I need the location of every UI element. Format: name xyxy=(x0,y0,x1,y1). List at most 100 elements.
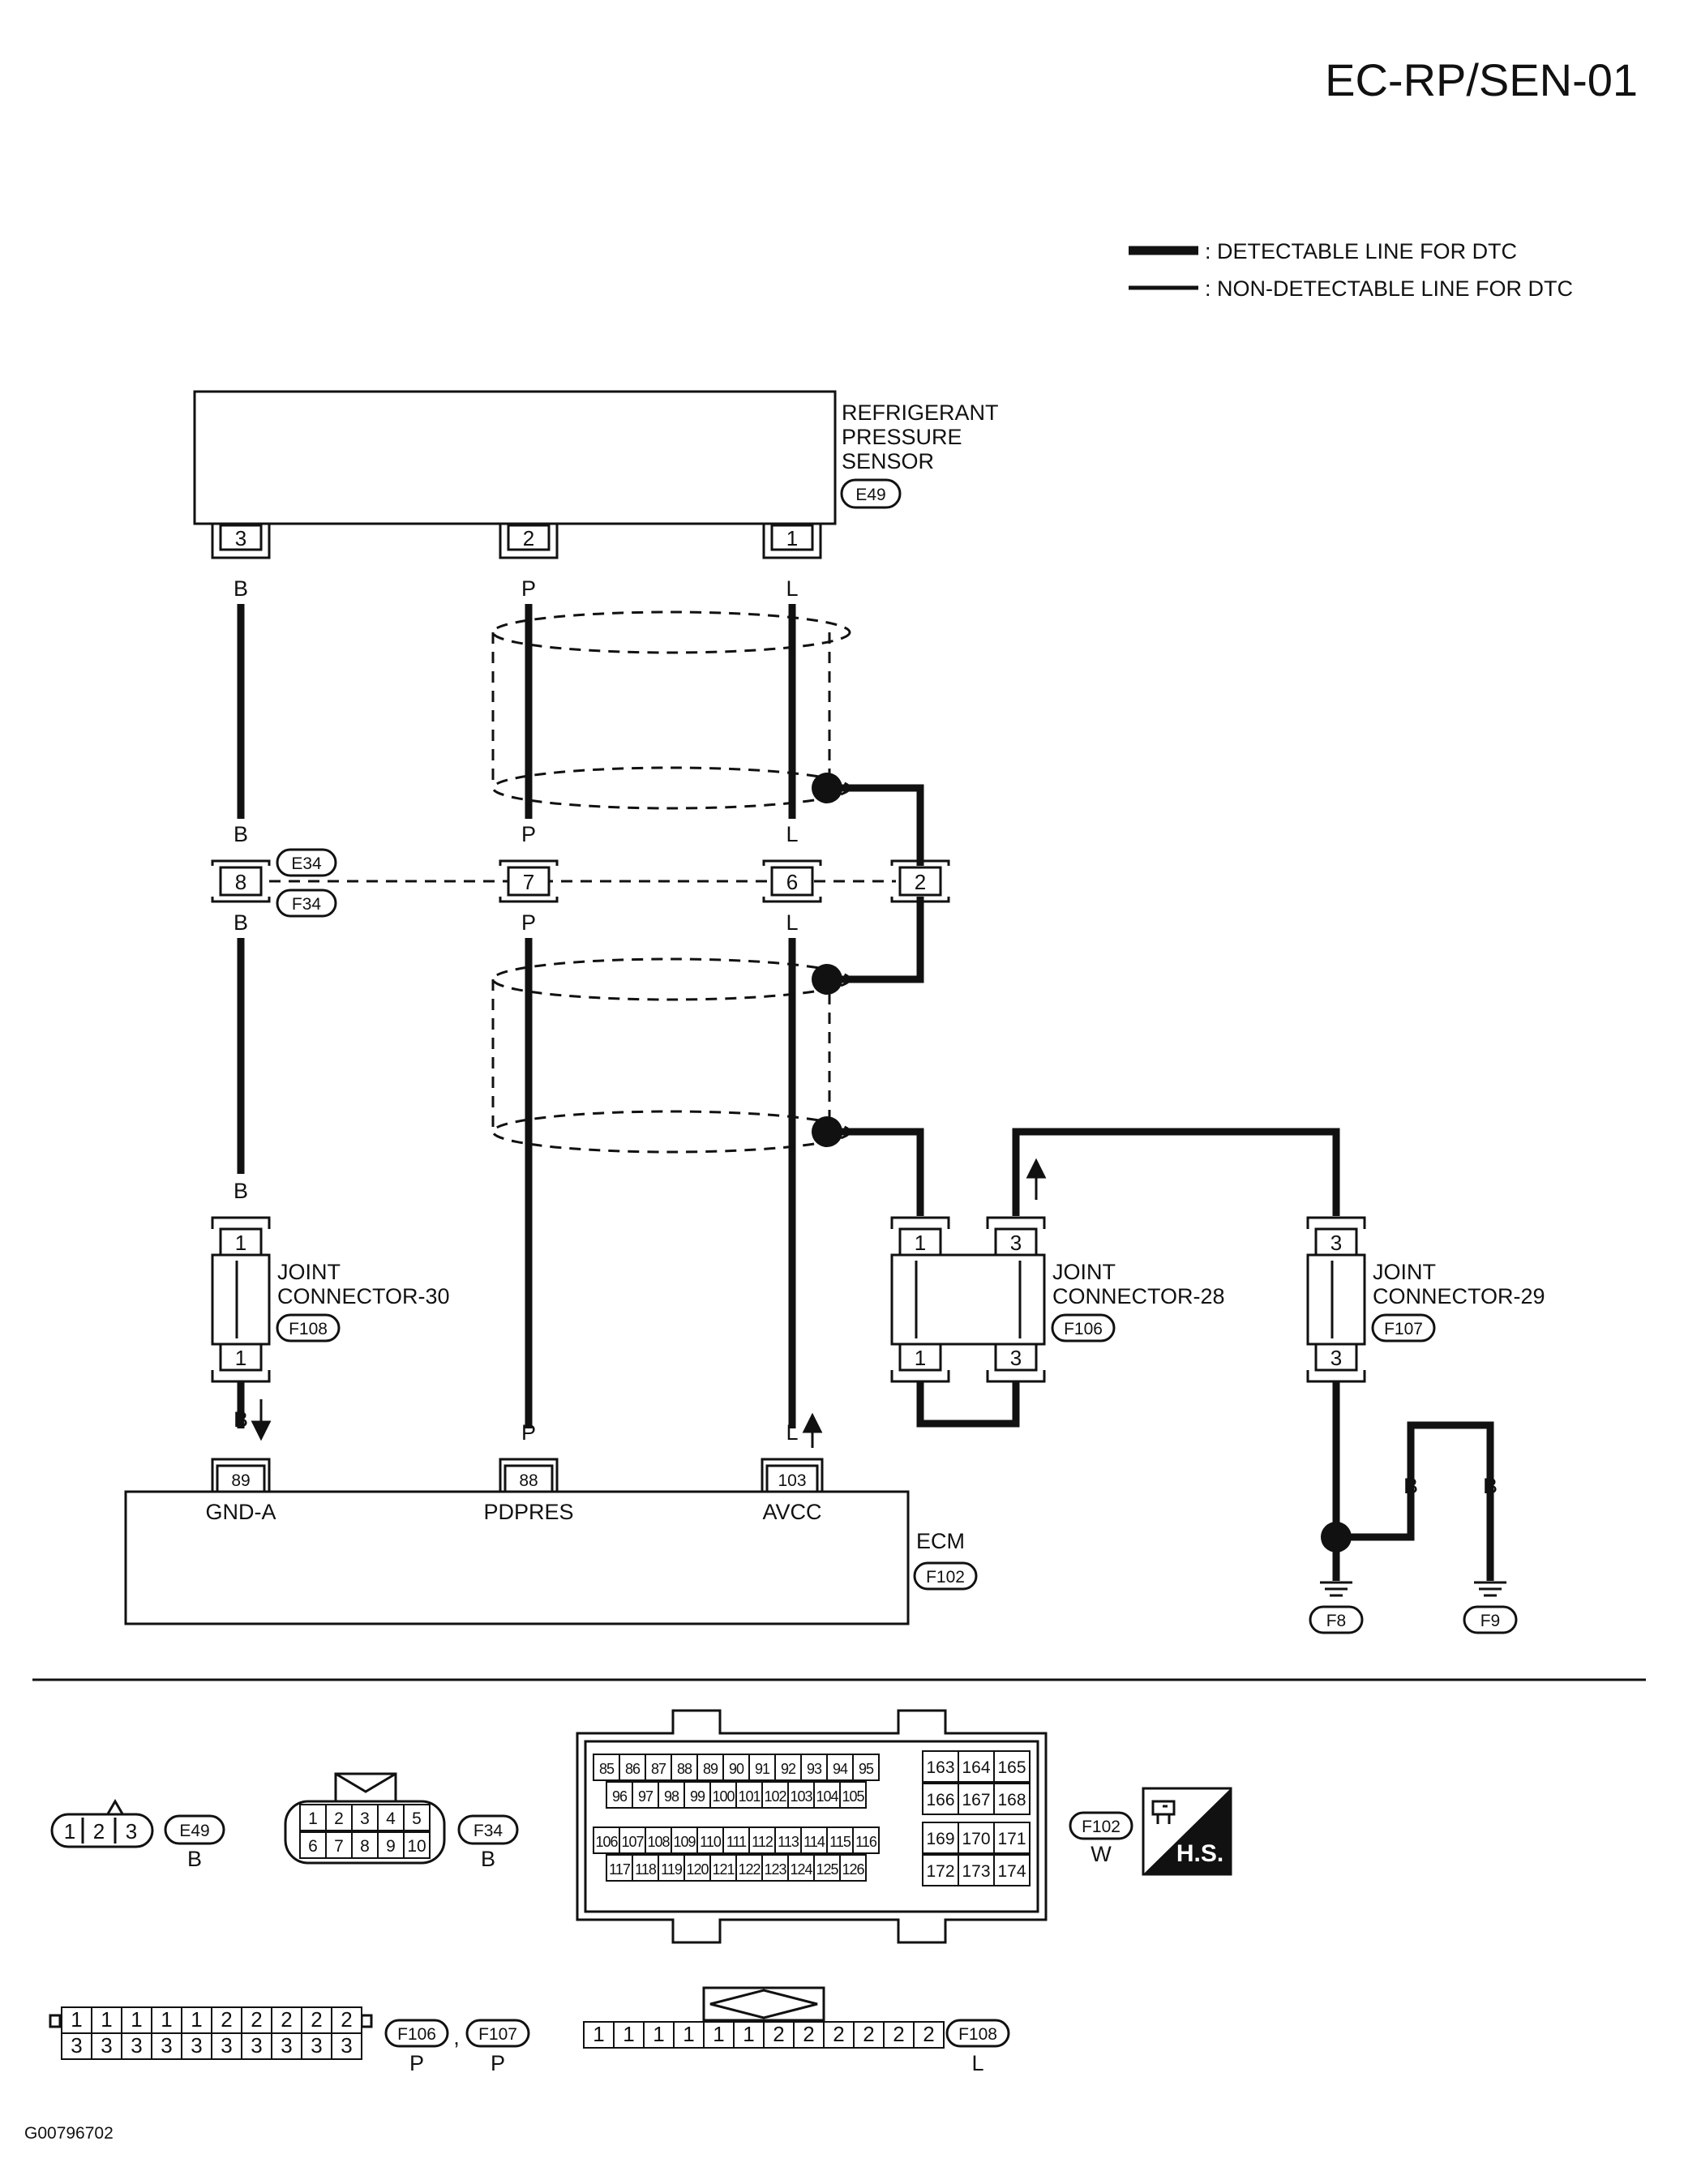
shield-drain-lower xyxy=(827,1128,924,1216)
jc29-pin-bottom-label: 3 xyxy=(1330,1346,1342,1370)
f102-pin-l3-6-cell xyxy=(748,1826,776,1854)
jc28-label-1: JOINT xyxy=(1052,1260,1116,1284)
f106-pin-r1-7: 2 xyxy=(281,2007,292,2032)
f102-pin-l1-8: 93 xyxy=(807,1761,822,1777)
sensor-name-2: PRESSURE xyxy=(842,425,962,449)
wire-color-ground-1: B xyxy=(1403,1474,1418,1498)
wire-ground-branch xyxy=(1336,1421,1494,1581)
f108-pin-7-cell xyxy=(793,2021,825,2049)
f108-pin-10-cell xyxy=(883,2021,915,2049)
f102-view-color: W xyxy=(1091,1842,1112,1866)
f102-pin-r4-0: 172 xyxy=(926,1862,954,1881)
f106-pin-r2-0: 3 xyxy=(71,2033,82,2058)
f102-pin-l1-5: 90 xyxy=(729,1761,744,1777)
f34-view-badge xyxy=(457,1814,519,1845)
jc29-label-1: JOINT xyxy=(1373,1260,1436,1284)
ecm-pin-88-bracket xyxy=(499,1458,559,1492)
wire-color-b-5: B xyxy=(234,1407,248,1432)
e49-pin-3: 3 xyxy=(126,1819,137,1844)
f106-pin-r2-7: 3 xyxy=(281,2033,292,2058)
f102-pin-l3-3: 109 xyxy=(673,1834,696,1850)
f34-pin-r1-0: 1 xyxy=(308,1809,318,1828)
f102-pin-r4-1-cell xyxy=(958,1854,995,1886)
f108-view-badge xyxy=(945,2019,1010,2048)
f102-pin-r3-0: 169 xyxy=(926,1830,954,1848)
f102-pin-l4-9: 126 xyxy=(842,1861,864,1878)
jc28-pin-1-top-label: 1 xyxy=(915,1231,926,1255)
f102-pin-l4-4: 121 xyxy=(712,1861,735,1878)
f102-pin-l4-3-cell xyxy=(683,1854,711,1882)
jc30-pin-top-label: 1 xyxy=(235,1231,246,1255)
jc30-body xyxy=(211,1253,271,1346)
sensor-pin-3-bracket xyxy=(211,524,271,559)
f102-pin-l4-9-cell xyxy=(839,1854,867,1882)
ecm-body xyxy=(124,1490,910,1625)
f106-f107-separator: , xyxy=(453,2025,460,2049)
f102-pin-l2-8-cell xyxy=(813,1781,841,1809)
sensor-body xyxy=(193,390,837,525)
f102-pin-l2-6: 102 xyxy=(764,1788,786,1805)
arrow-up-icon xyxy=(802,1412,823,1448)
f102-pin-l3-5-cell xyxy=(722,1826,750,1854)
f34-view-id: F34 xyxy=(473,1822,503,1840)
f106-pin-r1-1: 1 xyxy=(101,2007,112,2032)
inline-pin-8-bracket xyxy=(211,859,271,903)
f34-pin-r2-2-cell xyxy=(351,1831,379,1859)
wire-jc28-to-jc29 xyxy=(1012,1128,1340,1216)
shield-drain-upper xyxy=(827,784,924,866)
f106-pin-r1-5: 2 xyxy=(221,2007,232,2032)
f106-pin-r2-1: 3 xyxy=(101,2033,112,2058)
f102-pin-l4-6-cell xyxy=(761,1854,789,1882)
jc28-bottom-brackets xyxy=(890,1370,1046,1383)
page-code: EC-RP/SEN-01 xyxy=(1325,54,1638,105)
f102-pin-l2-7: 103 xyxy=(790,1788,812,1805)
f102-pin-l1-6-cell xyxy=(748,1754,776,1781)
f106-pin-r2-8: 3 xyxy=(311,2033,322,2058)
f102-pin-l4-6: 123 xyxy=(764,1861,786,1878)
e49-pin-2: 2 xyxy=(93,1819,105,1844)
arrow-up-icon xyxy=(1026,1158,1047,1200)
sensor-connector-badge xyxy=(840,478,902,509)
f106-pin-r2-9: 3 xyxy=(341,2033,352,2058)
wire-color-l-4: L xyxy=(786,1420,798,1445)
ecm-pin-88 xyxy=(503,1464,554,1493)
f34-pin-r1-4-cell xyxy=(403,1804,431,1831)
legend: : DETECTABLE LINE FOR DTC : NON-DETECTAB… xyxy=(1129,239,1573,301)
inline-connector-top-id: E34 xyxy=(291,854,322,873)
inline-pin-6-label: 6 xyxy=(786,870,798,894)
jc28-bottom-link xyxy=(916,1381,1020,1428)
f106-pin-r2-4-cell xyxy=(181,2032,212,2060)
f102-inner xyxy=(584,1740,1039,1913)
f102-pin-l3-8: 114 xyxy=(803,1834,825,1850)
f102-pin-l3-10: 116 xyxy=(855,1834,877,1850)
f102-view-id: F102 xyxy=(1082,1818,1121,1836)
f108-pin-6-cell xyxy=(763,2021,795,2049)
f106-pin-r1-8: 2 xyxy=(311,2007,322,2032)
sensor-pins: 3 2 1 xyxy=(211,524,822,559)
f102-view-badge xyxy=(1069,1811,1133,1840)
f102-pin-r1-2-cell xyxy=(993,1750,1031,1783)
f102-pin-l2-3: 99 xyxy=(690,1788,705,1805)
inline-connector-bottom-id: F34 xyxy=(292,895,322,914)
jc29-pin-bottom xyxy=(1314,1343,1358,1372)
f106-view-color: P xyxy=(409,2051,424,2075)
f34-pin-r2-0: 6 xyxy=(308,1837,318,1856)
jc28-pin-3-bottom-label: 3 xyxy=(1010,1346,1022,1370)
f102-pin-l3-5: 111 xyxy=(726,1834,747,1850)
f106-pin-r1-2: 1 xyxy=(131,2007,142,2032)
f102-pin-r4-2: 174 xyxy=(997,1862,1026,1881)
jc28-pin-1-top xyxy=(898,1227,942,1257)
wire-color-b-3: B xyxy=(234,910,248,935)
f106-pin-r2-0-cell xyxy=(61,2032,92,2060)
e49-view-color: B xyxy=(187,1847,202,1871)
f108-pin-9: 2 xyxy=(863,2022,874,2046)
inline-connector-top-badge xyxy=(276,848,337,877)
f108-pin-1: 1 xyxy=(623,2022,634,2046)
f102-pin-l2-1: 97 xyxy=(638,1788,653,1805)
inline-pin-2-label: 2 xyxy=(915,870,926,894)
jc30-pin-top xyxy=(219,1227,263,1257)
f102-pin-l3-9: 115 xyxy=(829,1834,851,1850)
f102-pin-r3-1-cell xyxy=(958,1822,995,1854)
